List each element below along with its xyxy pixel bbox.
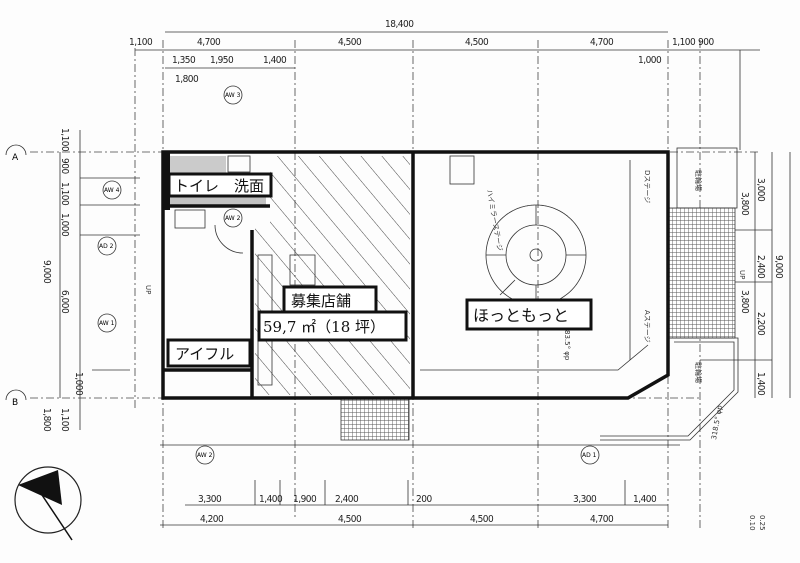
up-label: UP (738, 270, 746, 279)
dim: 1,900 (293, 494, 317, 505)
toilet-label-box (167, 172, 273, 198)
vacant-store-area-label: 59,7 ㎡（18 坪） (263, 318, 385, 336)
dim: 200 (416, 494, 432, 505)
up-label: UP (144, 285, 152, 294)
spiral-stair (485, 204, 587, 306)
vacant-store-area (255, 156, 410, 395)
dim: 4,700 (590, 37, 614, 48)
marker: AW 4 (102, 180, 122, 200)
dim: 2,200 (755, 312, 766, 336)
window-door-markers: AW 4 AD 2 AW 1 AW 3 AW 2 AW 2 AD 1 (97, 85, 600, 465)
dim: 9,000 (773, 255, 784, 279)
dim: 3,800 (739, 192, 750, 216)
dim: 9,000 (41, 260, 52, 284)
marker: AD 1 (580, 445, 600, 465)
dim: 4,500 (338, 514, 362, 525)
svg-text:AD 2: AD 2 (99, 243, 114, 250)
right-exterior (160, 147, 739, 446)
dim: 1,400 (263, 55, 287, 66)
bicycle-parking-label: 駐輪場 (694, 170, 703, 191)
a-stage-label: Aステージ (643, 310, 651, 343)
svg-text:A: A (12, 153, 19, 163)
dim: 2,400 (755, 255, 766, 279)
svg-text:B: B (12, 398, 18, 408)
dim: 3,300 (573, 494, 597, 505)
vacant-store-title: 募集店舗 (291, 292, 351, 310)
dim: 1,000 (73, 372, 84, 396)
aiful-label: アイフル (175, 345, 234, 363)
section-marks: A B (5, 144, 27, 408)
room-labels: トイレ 洗面 アイフル 募集店舗 59,7 ㎡（18 坪） ほっともっと (166, 172, 593, 368)
dim: 2,400 (335, 494, 359, 505)
dim: 1,100 (59, 128, 70, 152)
marker: AW 2 (195, 445, 215, 465)
dim-total: 18,400 (385, 19, 414, 30)
aiful-label-box (166, 338, 252, 368)
marker: AW 2 (223, 208, 243, 228)
north-compass-icon (14, 466, 82, 541)
bicycle-parking-label: 駐輪場 (694, 362, 703, 383)
marker: AD 2 (97, 236, 117, 256)
hottomotto-label-box (465, 298, 593, 331)
dim: 1,000 (59, 213, 70, 237)
vacant-title-box (282, 285, 378, 314)
dim: 1,800 (175, 74, 199, 85)
walls (161, 150, 670, 400)
dim: 4,700 (197, 37, 221, 48)
dimension-lines (30, 31, 791, 530)
vacant-area-box (257, 310, 408, 342)
dimension-texts: 18,400 1,100 4,700 4,500 4,500 4,700 1,1… (41, 19, 784, 525)
level-label: 0.10 (748, 515, 756, 531)
toilet-label: トイレ 洗面 (174, 177, 264, 195)
dim: 3,000 (755, 178, 766, 202)
dim: 6,000 (59, 290, 70, 314)
marker: AW 3 (223, 85, 243, 105)
dim: 1,400 (755, 372, 766, 396)
angle-label: 83.5° φp (563, 330, 571, 361)
dim: 4,200 (200, 514, 224, 525)
dim: 1,100 (129, 37, 153, 48)
svg-text:AW 3: AW 3 (225, 92, 241, 99)
dim: 3,800 (739, 290, 750, 314)
dim: 1,000 (638, 55, 662, 66)
angle-label: 318.5° φp (710, 404, 724, 440)
dim: 4,500 (470, 514, 494, 525)
dim: 4,500 (465, 37, 489, 48)
entrance-mat (340, 397, 410, 441)
marker: AW 1 (97, 313, 117, 333)
dim: 1,950 (210, 55, 234, 66)
d-stage-label: Dステージ (643, 170, 651, 203)
svg-text:AW 1: AW 1 (99, 320, 115, 327)
svg-text:AW 2: AW 2 (225, 215, 241, 222)
dim: 1,800 (41, 408, 52, 432)
dim: 3,300 (198, 494, 222, 505)
svg-text:AD 1: AD 1 (582, 452, 597, 459)
dim: 1,350 (172, 55, 196, 66)
level-label: 0.25 (758, 515, 766, 531)
dim: 1,100 (59, 182, 70, 206)
dim: 1,100 (59, 408, 70, 432)
dim: 900 (698, 37, 714, 48)
dim: 900 (59, 158, 70, 174)
dim: 4,500 (338, 37, 362, 48)
dim: 4,700 (590, 514, 614, 525)
toilet-fixtures (166, 155, 649, 386)
hottomotto-label: ほっともっと (473, 306, 569, 325)
dim: 1,400 (259, 494, 283, 505)
dim: 1,400 (633, 494, 657, 505)
svg-text:AW 2: AW 2 (197, 452, 213, 459)
svg-text:AW 4: AW 4 (104, 187, 120, 194)
dim: 1,100 (672, 37, 696, 48)
